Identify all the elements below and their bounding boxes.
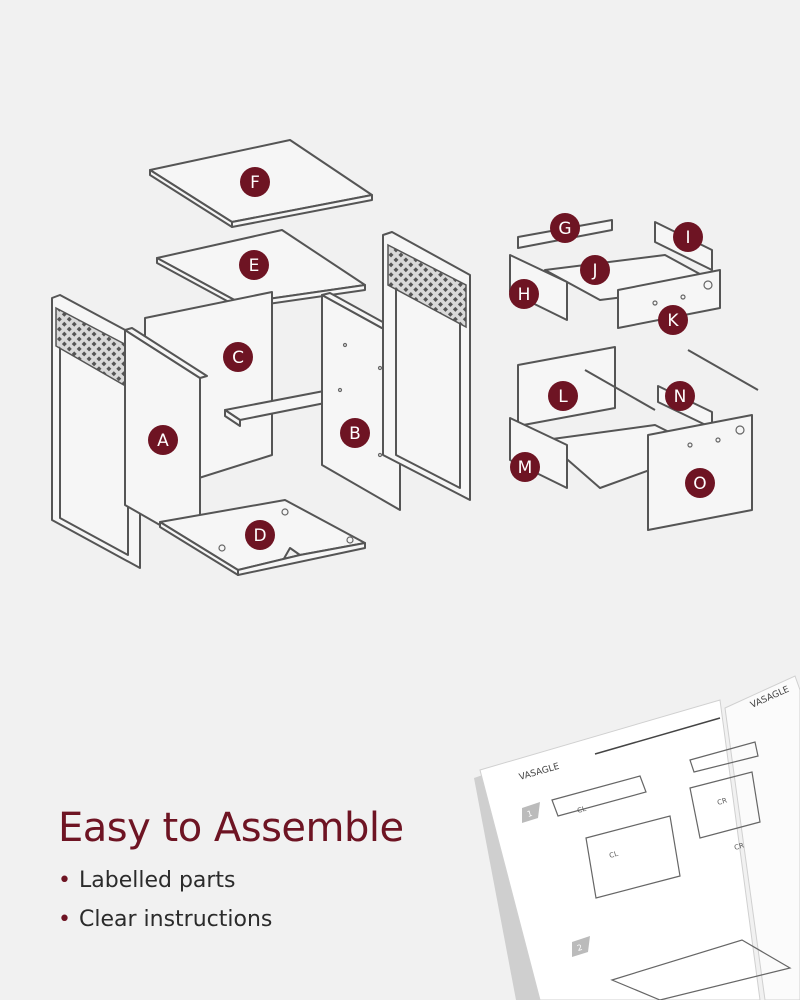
part-badge-l: L bbox=[548, 381, 578, 411]
svg-text:H: H bbox=[518, 285, 531, 305]
svg-text:K: K bbox=[667, 311, 679, 331]
part-badge-a: A bbox=[148, 425, 178, 455]
drawer-bottom bbox=[509, 346, 759, 531]
manual-step-2: 2 bbox=[576, 943, 583, 953]
part-badge-f: F bbox=[240, 167, 270, 197]
feature-item: • Labelled parts bbox=[58, 868, 272, 894]
part-badge-n: N bbox=[665, 381, 695, 411]
manual-step-1: 1 bbox=[526, 809, 533, 819]
left-frame bbox=[51, 294, 141, 569]
manual-label-cr-2: CR bbox=[733, 842, 745, 852]
part-badge-j: J bbox=[580, 255, 610, 285]
part-badge-g: G bbox=[550, 213, 580, 243]
part-badge-e: E bbox=[239, 250, 269, 280]
svg-text:L: L bbox=[558, 387, 568, 407]
right-frame bbox=[382, 231, 471, 501]
svg-text:C: C bbox=[232, 348, 244, 368]
feature-label: Labelled parts bbox=[78, 868, 236, 893]
part-badge-b: B bbox=[340, 418, 370, 448]
svg-text:O: O bbox=[693, 474, 706, 494]
svg-text:J: J bbox=[591, 261, 597, 281]
bullet-icon: • bbox=[58, 907, 71, 932]
headline: Easy to Assemble bbox=[58, 805, 404, 851]
svg-text:F: F bbox=[250, 173, 260, 193]
svg-text:D: D bbox=[253, 526, 266, 546]
instruction-manual: VASAGLE VASAGLE 1 2 CL CR CL CR bbox=[474, 675, 800, 1000]
manual-label-cl-2: CL bbox=[608, 850, 619, 860]
part-badge-k: K bbox=[658, 305, 688, 335]
svg-text:A: A bbox=[157, 431, 169, 451]
svg-text:M: M bbox=[518, 458, 533, 478]
svg-text:N: N bbox=[674, 387, 687, 407]
feature-label: Clear instructions bbox=[78, 907, 273, 932]
manual-label-cr-1: CR bbox=[716, 797, 728, 807]
svg-text:I: I bbox=[685, 228, 690, 248]
part-badge-o: O bbox=[685, 468, 715, 498]
feature-list: • Labelled parts • Clear instructions bbox=[58, 868, 272, 946]
bullet-icon: • bbox=[58, 868, 71, 893]
part-badge-c: C bbox=[223, 342, 253, 372]
feature-item: • Clear instructions bbox=[58, 907, 272, 933]
part-badge-i: I bbox=[673, 222, 703, 252]
svg-text:G: G bbox=[558, 219, 571, 239]
part-badge-h: H bbox=[509, 279, 539, 309]
part-badge-m: M bbox=[510, 452, 540, 482]
manual-label-cl-1: CL bbox=[576, 805, 587, 815]
svg-text:B: B bbox=[349, 424, 361, 444]
svg-text:E: E bbox=[249, 256, 260, 276]
part-badge-d: D bbox=[245, 520, 275, 550]
